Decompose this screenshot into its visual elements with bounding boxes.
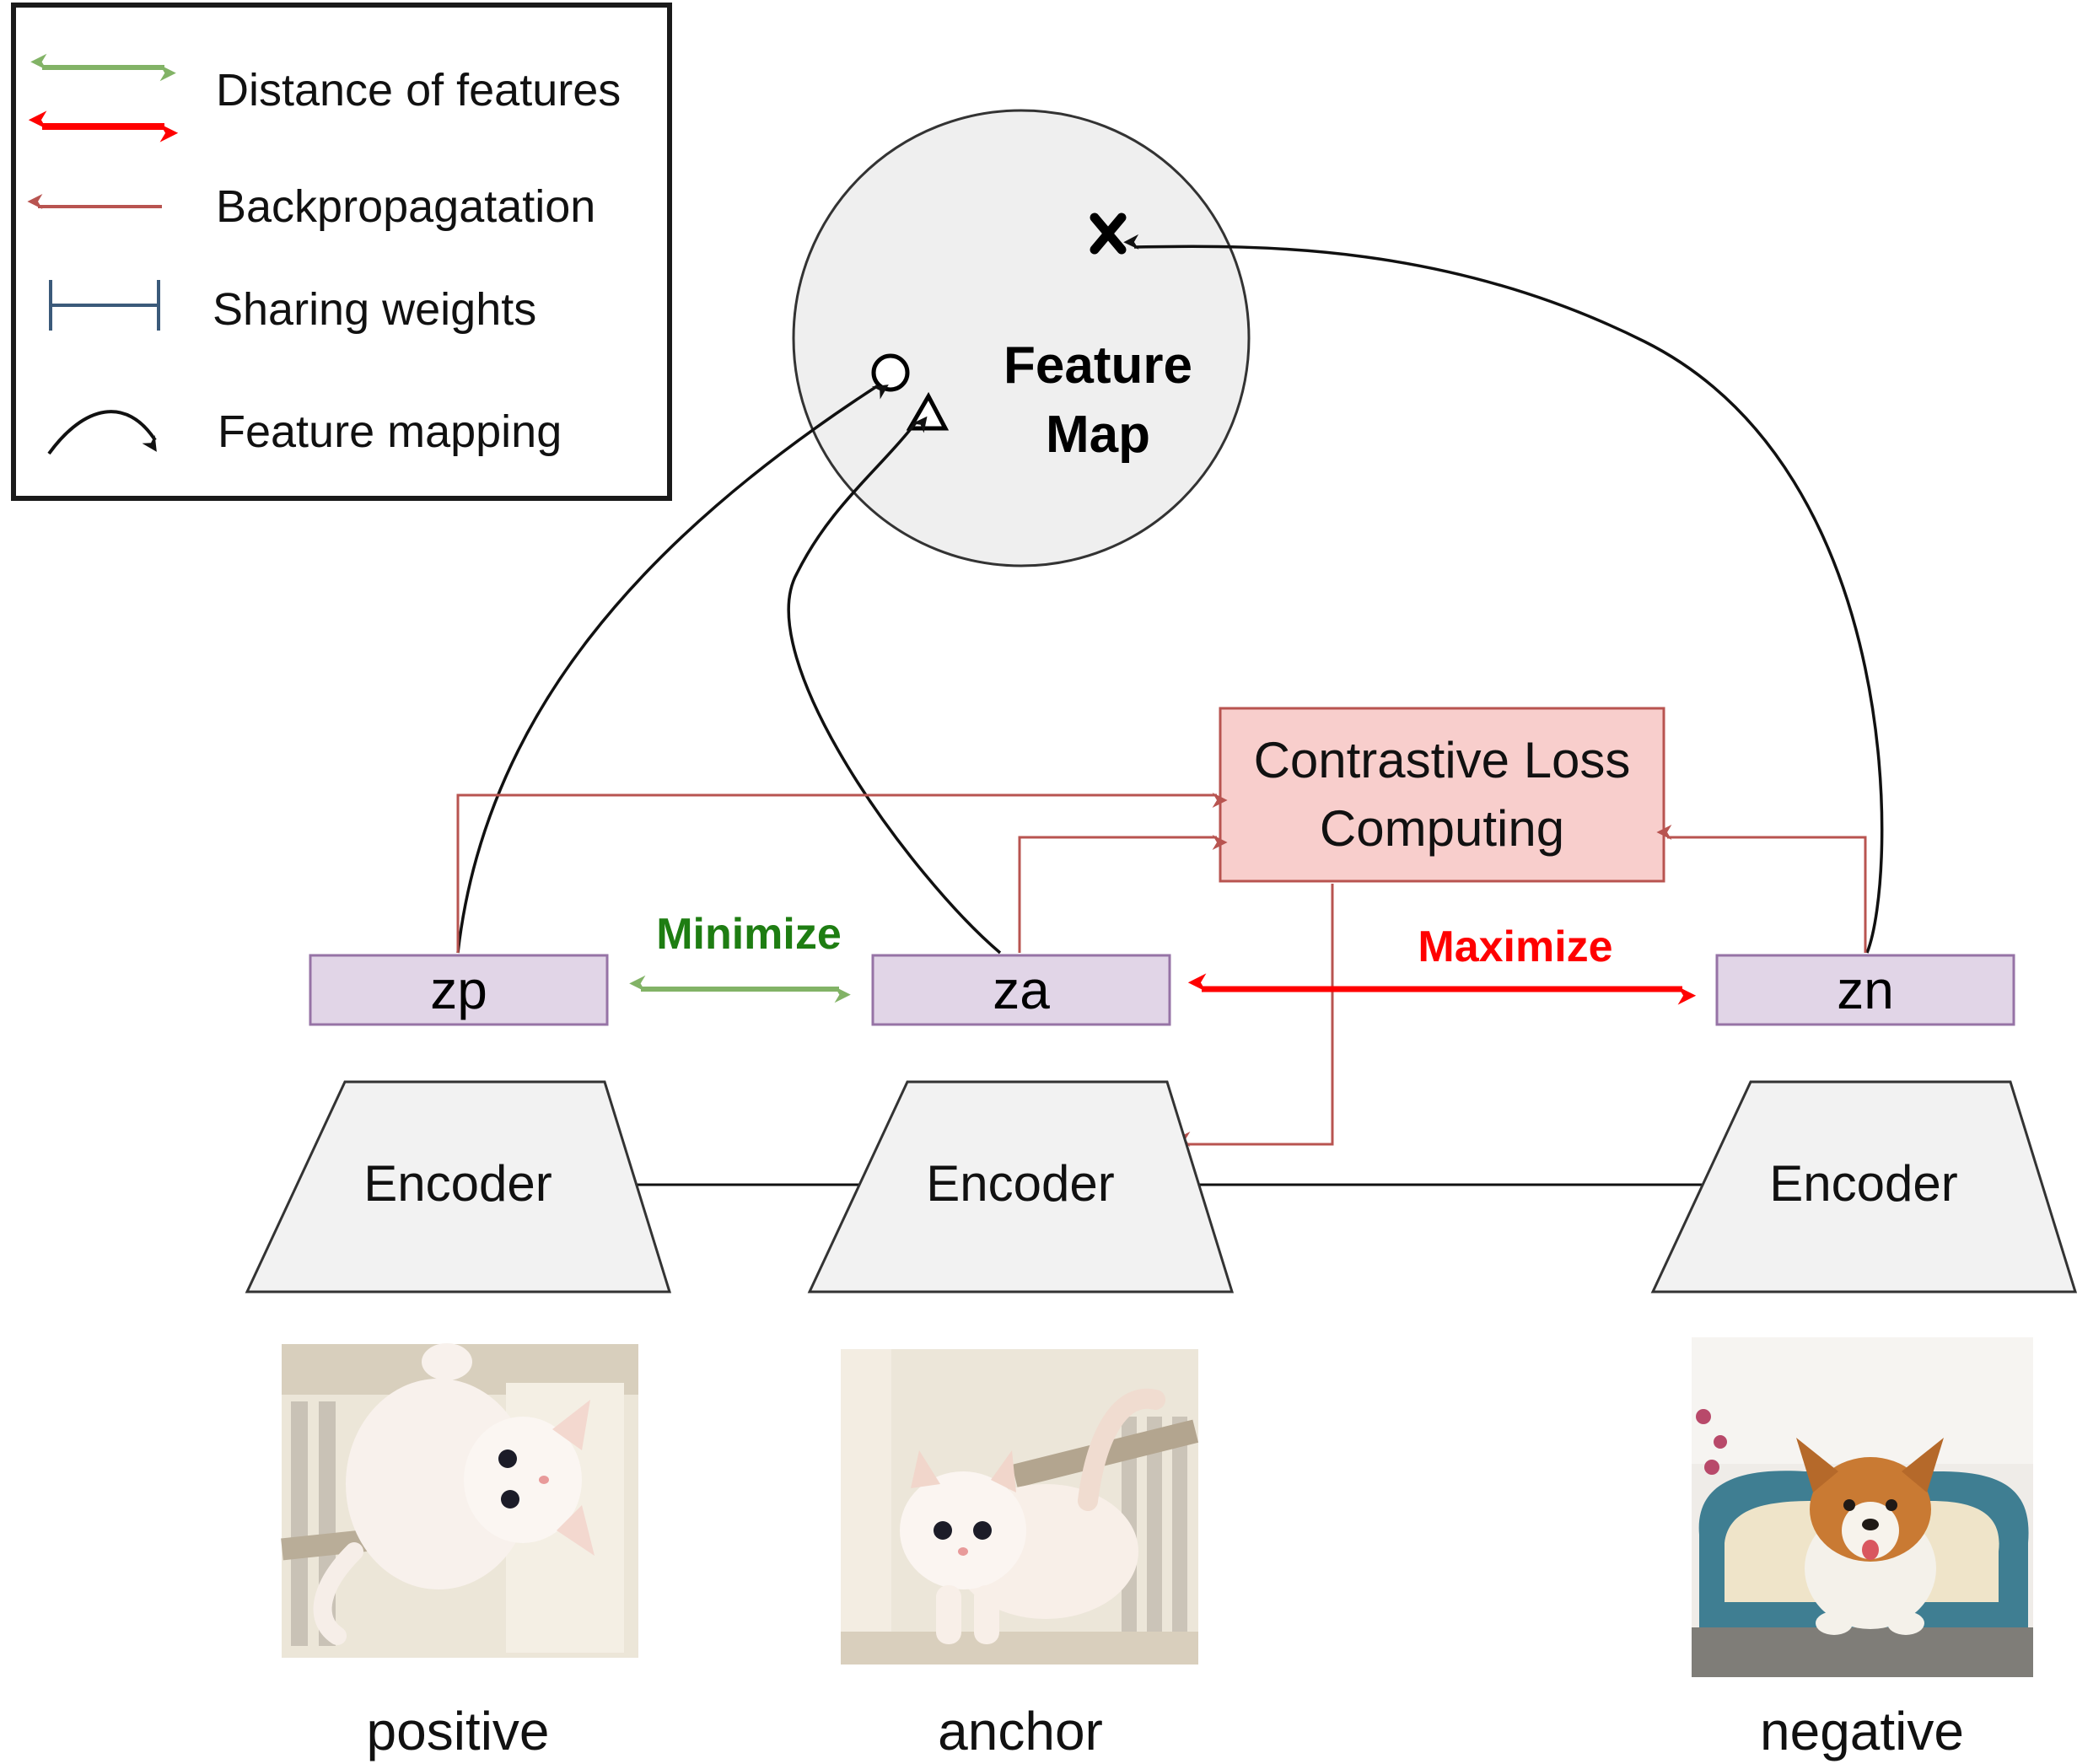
- feature-map-title-line1: Feature: [1004, 336, 1192, 395]
- encoder-left-block: [245, 1080, 672, 1293]
- positive-caption: positive: [367, 1701, 550, 1761]
- feature-map-title-line2: Map: [1046, 406, 1150, 464]
- backprop-arrows: [456, 793, 1867, 1147]
- mapping-curve-zp: [456, 385, 889, 954]
- negative-point-x-icon: [1090, 212, 1127, 255]
- legend: Distance of features Backpropagatation S…: [11, 3, 672, 501]
- feature-map: Feature Map: [792, 109, 1251, 567]
- backprop-za-to-loss: [1018, 835, 1228, 953]
- backprop-zn-to-loss: [1656, 825, 1867, 953]
- positive-image: [281, 1343, 638, 1658]
- anchor-image: [841, 1349, 1199, 1665]
- feature-mapping-curves: [456, 234, 1884, 955]
- encoder-right-label: Encoder: [1769, 1155, 1957, 1212]
- positive-point-circle-icon: [871, 353, 910, 392]
- feature-zp-box: [309, 954, 609, 1026]
- backprop-loss-to-encoder: [1175, 884, 1334, 1147]
- negative-caption: negative: [1760, 1701, 1964, 1761]
- loss-box-line2: Computing: [1320, 800, 1564, 857]
- mapping-curve-za: [787, 416, 1002, 955]
- encoder-middle-block: [807, 1080, 1235, 1293]
- maximize-label: Maximize: [1418, 922, 1612, 971]
- feature-vectors: zp za zn: [309, 954, 2015, 1026]
- legend-backprop-label: Backpropagatation: [216, 181, 595, 232]
- minimize-label: Minimize: [656, 910, 842, 959]
- feature-za-label: za: [993, 960, 1050, 1020]
- anchor-caption: anchor: [938, 1701, 1103, 1761]
- legend-mapping-curve-icon: [47, 410, 157, 455]
- feature-zn-label: zn: [1837, 960, 1894, 1020]
- feature-map-circle: [792, 109, 1251, 567]
- feature-zp-label: zp: [430, 960, 487, 1020]
- feature-zn-box: [1715, 954, 2015, 1026]
- distance-relations: Minimize Maximize: [629, 910, 1697, 1005]
- feature-za-box: [871, 954, 1171, 1026]
- legend-distance-label: Distance of features: [216, 65, 621, 116]
- negative-image: [1692, 1337, 2033, 1677]
- encoder-left-label: Encoder: [363, 1155, 552, 1212]
- legend-mapping-label: Feature mapping: [218, 406, 562, 457]
- loss-box-line1: Contrastive Loss: [1254, 732, 1631, 788]
- legend-sharing-label: Sharing weights: [213, 284, 536, 335]
- encoders: Encoder Encoder Encoder: [245, 1080, 2077, 1293]
- encoder-middle-label: Encoder: [926, 1155, 1114, 1212]
- mapping-curve-zn: [1123, 234, 1884, 954]
- legend-frame: [11, 3, 672, 501]
- encoder-right-block: [1650, 1080, 2077, 1293]
- backprop-zp-to-loss: [456, 793, 1228, 953]
- legend-sharing-icon: [49, 280, 160, 331]
- contrastive-loss-box: Contrastive Loss Computing: [1219, 707, 1665, 883]
